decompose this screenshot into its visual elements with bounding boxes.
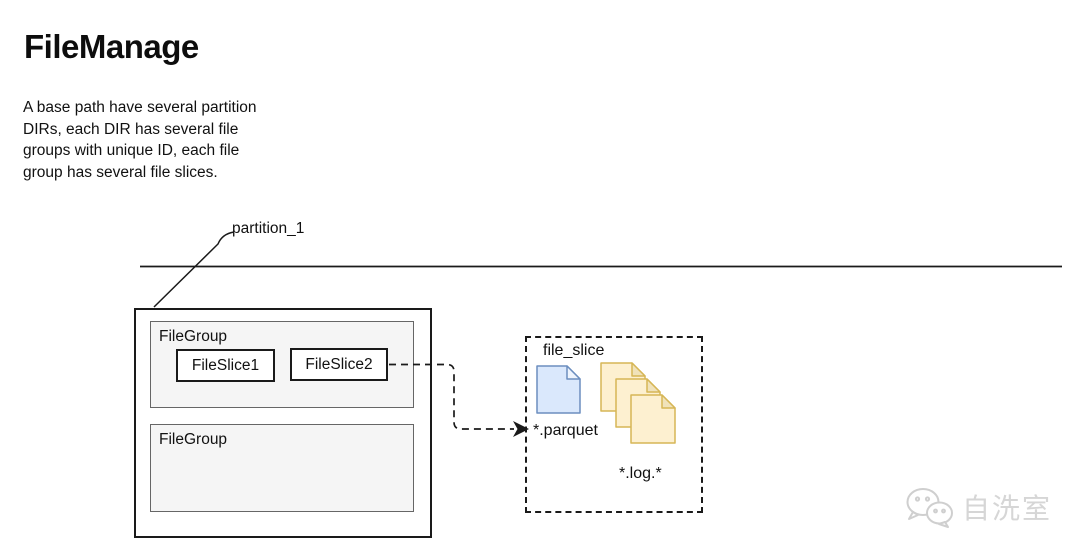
- partition-callout-line: [153, 231, 235, 308]
- description-line: DIRs, each DIR has several file: [23, 120, 239, 138]
- partition-label: partition_1: [232, 220, 305, 237]
- file-slice-detail-label: file_slice: [543, 342, 605, 359]
- page-title: FileManage: [24, 28, 199, 65]
- partition-dir-box: FileGroup FileSlice1 FileSlice2 FileGrou…: [134, 308, 432, 538]
- file-group-box: FileGroup FileSlice1 FileSlice2: [150, 321, 414, 408]
- watermark: 自洗室: [901, 486, 1052, 528]
- file-group-box: FileGroup: [150, 424, 414, 512]
- wechat-chat-bubbles-icon: [906, 488, 953, 528]
- file-slice-box: FileSlice2: [290, 348, 388, 381]
- watermark-text: 自洗室: [962, 493, 1053, 524]
- file-group-label: FileGroup: [159, 431, 228, 448]
- description-text: A base path have several partition DIRs,…: [23, 97, 257, 183]
- description-line: groups with unique ID, each file: [23, 142, 240, 159]
- log-file-label: *.log.*: [619, 465, 662, 482]
- file-slice-detail-box: file_slice *.parquet *.log.*: [525, 336, 703, 513]
- file-group-label: FileGroup: [159, 328, 228, 345]
- file-slice-box: FileSlice1: [176, 349, 275, 382]
- parquet-file-label: *.parquet: [533, 422, 598, 439]
- description-line: A base path have several partition: [23, 99, 257, 116]
- description-line: group has several file slices.: [23, 163, 218, 181]
